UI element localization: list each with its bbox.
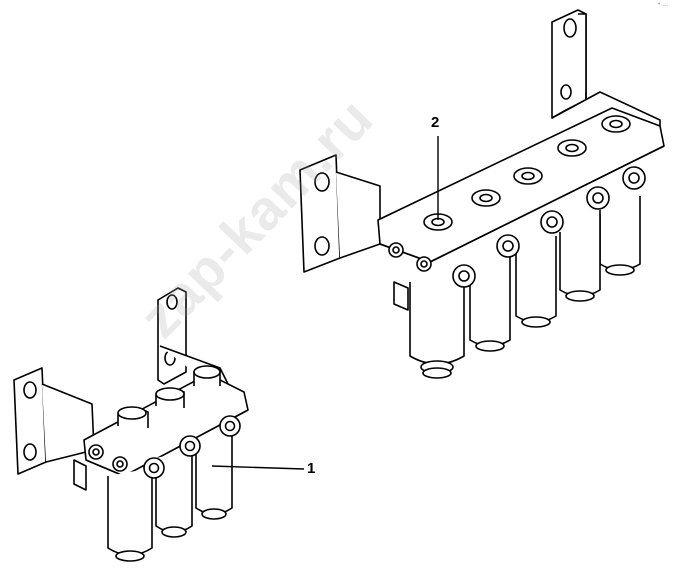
leader-line-1 xyxy=(211,465,305,470)
corner-mark: ° ··· xyxy=(658,3,669,9)
valve-block-assembly-2 xyxy=(299,9,665,379)
callout-label-1: 1 xyxy=(307,460,316,477)
callout-label-2: 2 xyxy=(431,114,440,131)
valve-block-assembly-1 xyxy=(13,287,249,562)
